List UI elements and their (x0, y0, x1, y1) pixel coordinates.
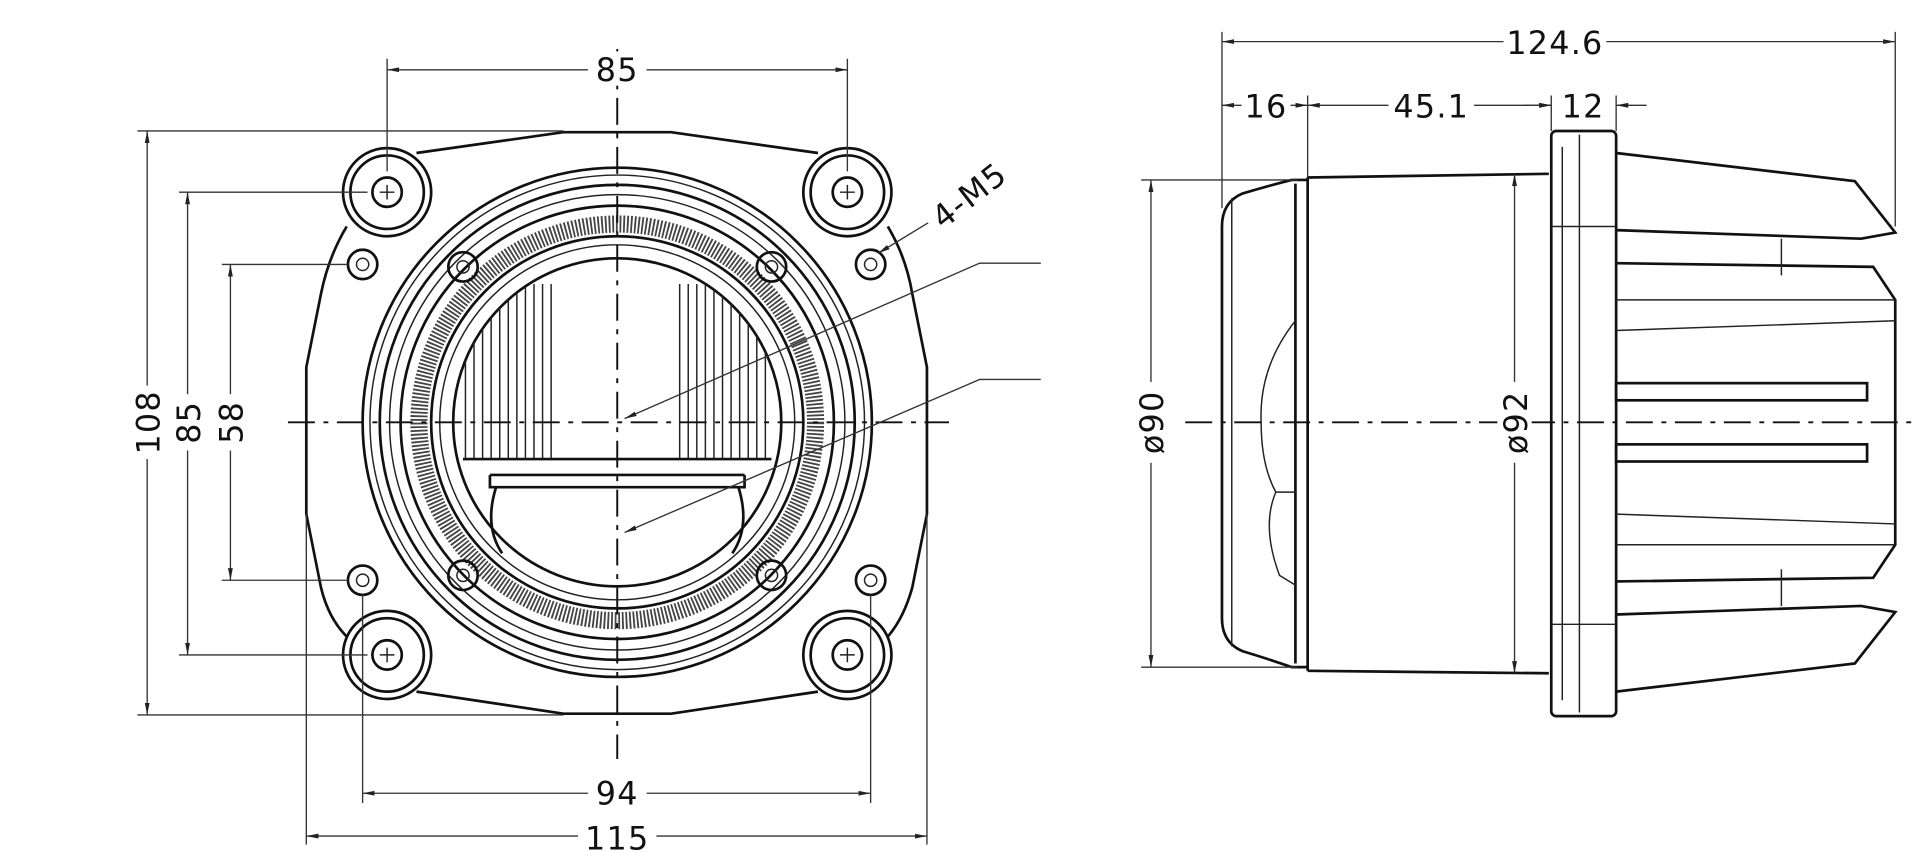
dim-label: 16 (1245, 88, 1288, 126)
dim-overall-height: 108 (129, 130, 564, 716)
dim-label: 85 (596, 51, 639, 89)
dim-label: 108 (129, 390, 167, 454)
bolt-cross-icon (840, 647, 855, 663)
bolt-hole (371, 176, 404, 209)
dim-bolt-vertical: 85 (170, 191, 368, 656)
dim-overall-length: 124.6 (1221, 24, 1896, 227)
screw-head (854, 248, 887, 281)
fin-upper (1614, 381, 1869, 402)
screw-head (446, 250, 480, 283)
screw-socket-icon (863, 573, 878, 588)
screw-head (854, 564, 887, 597)
screw-socket-icon (355, 573, 370, 588)
heatsink (1614, 151, 1898, 693)
boss-ring (809, 616, 886, 693)
screw (346, 248, 379, 281)
dim-label: 45.1 (1393, 88, 1469, 126)
screw-head (346, 248, 379, 281)
screw (755, 250, 788, 283)
bolt-cross-icon (379, 184, 395, 200)
housing-outline (304, 130, 929, 716)
side-view: 124.6 16 45.1 12 ø90 ø92 (1133, 24, 1920, 718)
dim-label: 58 (213, 401, 251, 444)
screw-head (755, 250, 788, 283)
dim-top-width: 85 (386, 51, 849, 172)
bolt-hole (831, 638, 864, 671)
screw (446, 250, 480, 283)
screw-socket-icon (456, 568, 470, 583)
screw (854, 248, 887, 281)
inner-dome (1260, 320, 1296, 586)
dim-screw-horizontal: 94 (361, 594, 872, 812)
screw (755, 559, 788, 592)
dim-label: 124.6 (1506, 24, 1603, 62)
dim-label: 85 (170, 401, 208, 444)
screw-socket-icon (764, 260, 779, 274)
dim-body-length: 45.1 (1307, 88, 1552, 126)
dim-overall-width: 115 (305, 514, 928, 852)
screw-socket-icon (764, 568, 779, 583)
screw-socket-icon (863, 257, 878, 272)
front-view: 4-M5 85 108 85 58 9 (129, 48, 1041, 852)
screw-socket-icon (456, 260, 470, 274)
dim-flange-thickness: 12 (1524, 88, 1647, 131)
thread-leader (877, 222, 929, 254)
leader-line-lower (624, 378, 1041, 534)
leader-line-upper (624, 262, 1041, 420)
screw-head (755, 559, 788, 592)
dim-lens-depth: 16 (1221, 88, 1552, 178)
screw-head (446, 559, 480, 592)
bolt-hole (371, 638, 404, 671)
bolt-hole (831, 176, 864, 209)
dim-lens-diameter: ø90 (1133, 179, 1298, 668)
mounting-flange (1549, 129, 1618, 718)
dim-label: 115 (585, 820, 649, 852)
boss-outer (801, 609, 893, 701)
dim-label: 94 (596, 774, 639, 812)
dim-label: 12 (1562, 88, 1605, 126)
bolt-cross-icon (840, 184, 855, 200)
fin-lower (1614, 443, 1869, 463)
screw (346, 564, 379, 597)
dim-body-diameter: ø92 (1497, 173, 1535, 674)
screw-head (346, 564, 379, 597)
dim-label: ø90 (1133, 391, 1171, 455)
body-shell (1307, 172, 1549, 675)
thread-callout: 4-M5 (924, 155, 1014, 237)
screw (446, 559, 480, 592)
mounting-boss (801, 609, 893, 701)
bolt-cross-icon (379, 647, 395, 663)
dim-label: ø92 (1497, 391, 1535, 455)
screw-socket-icon (355, 257, 370, 272)
screw (854, 564, 887, 597)
led-fins (464, 284, 767, 460)
dim-screw-vertical: 58 (213, 263, 348, 581)
